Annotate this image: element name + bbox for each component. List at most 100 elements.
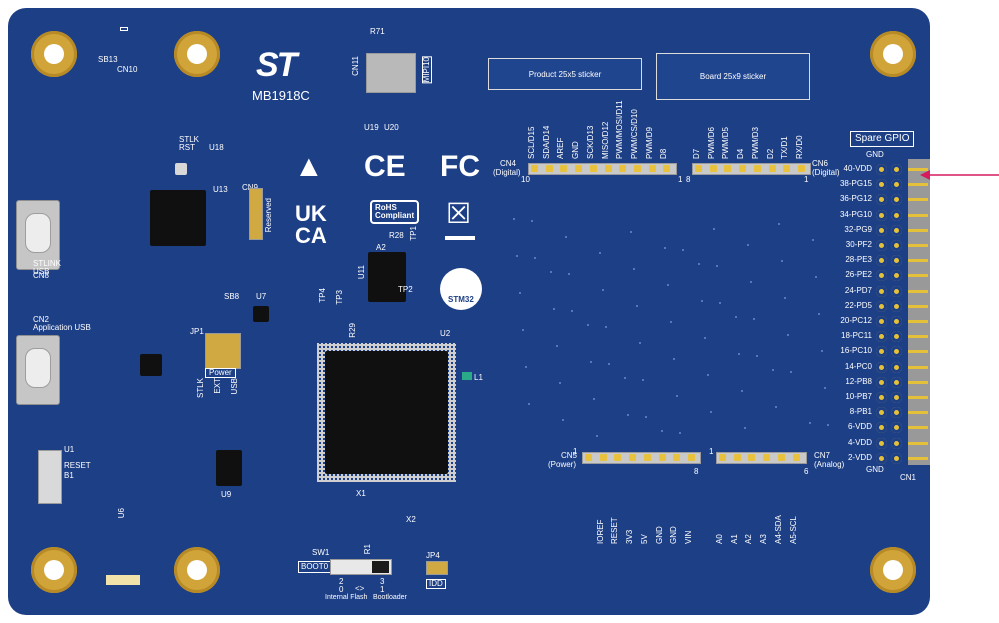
pcb-via [590,361,592,363]
cn6-right-num: 1 [804,175,809,184]
gpio-pin [876,407,887,419]
gpio-pin-label: 30-PF2 [845,240,872,249]
cn5-pin-8 [687,454,695,461]
pcb-via [778,223,780,225]
stlink-usb-label: STLINK USB [33,259,62,276]
a2-label: A2 [376,243,386,252]
pcb-via [587,324,589,326]
mounting-hole-bottom-mid [174,547,220,593]
pcb-via [704,337,706,339]
pcb-via [553,308,555,310]
gpio-pin-label: 36-PG12 [839,194,872,204]
cn4-pin-2 [545,165,553,172]
gpio-pin-label: 2-VDD [847,452,872,462]
gpio-row: 28-PE3 [823,254,928,267]
gpio-row: 16-PC10 [823,345,928,358]
gpio-pin [891,209,902,221]
gpio-pin-label: 4-VDD [847,437,872,447]
gpio-pin-lead [908,441,928,445]
gpio-pin [891,376,902,388]
u2-main-mcu [325,351,448,474]
sw1-label: SW1 [312,548,330,557]
gpio-pin-lead [908,289,928,293]
pcb-via [519,292,521,294]
internal-flash-label: Internal Flash [325,594,368,601]
gpio-row: 26-PE2 [823,269,928,282]
cn7-pin-1 [719,454,726,461]
jp4-jumper[interactable] [426,561,448,575]
pcb-via [698,263,700,265]
cn5-subtitle: (Power) [548,460,577,469]
st-logo: ST [256,46,297,84]
gpio-row: 14-PC0 [823,361,928,374]
pcb-via [642,379,644,381]
pcb-via [645,416,647,418]
gpio-pin-label: 14-PC0 [844,361,872,371]
pcb-via [735,316,737,318]
pcb-via [750,281,752,283]
pcb-via [741,390,743,392]
gpio-pin-lead [908,168,928,171]
ce-logo: CE [364,150,406,183]
gpio-row: 4-VDD [823,437,928,450]
pcb-via [713,228,715,230]
pcb-via [602,289,604,291]
gpio-pin [891,270,902,282]
gpio-pin [876,285,887,297]
cn6-pin-1 [695,165,702,172]
gpio-pin [891,331,902,343]
pcb-via [821,350,823,352]
gpio-pin-lead [908,396,928,399]
boot0-switch-knob[interactable] [372,561,389,573]
pcb-via [556,345,558,347]
gpio-pin [891,194,902,206]
gpio-pin [891,240,902,251]
gpio-pin-label: 34-PG10 [839,209,872,219]
cn2-label: CN2 [33,315,50,324]
cn4-pin-7 [619,165,627,172]
stlink-usb-c-connector[interactable] [16,200,60,270]
r71-label: R71 [370,27,385,36]
gpio-pin-label: 18-PC11 [841,331,872,341]
gpio-pin [876,437,887,449]
cn7-left-num: 1 [709,447,714,456]
mounting-hole-top-right [870,31,916,77]
pcb-via [679,432,681,434]
application-usb-c-connector[interactable] [16,335,60,405]
cn7-label: CN7 [814,451,831,460]
l1-inductor [462,372,472,380]
bootloader-label: Bootloader [373,594,407,601]
gpio-pin-lead [908,350,928,354]
gpio-pin-lead [908,456,928,460]
u9-label: U9 [221,490,232,499]
pcb-via [559,382,561,384]
board-model: MB1918C [252,88,310,103]
tag-label [120,27,128,31]
u13-label: U13 [213,185,228,194]
gpio-row: 8-PB1 [823,406,928,419]
pcb-via [824,387,826,389]
pcb-via [608,363,610,365]
gpio-header-body [908,159,930,465]
pcb-via [781,260,783,262]
gpio-pin [876,240,887,251]
reset-button[interactable] [38,450,62,504]
tp2-label: TP2 [398,285,413,294]
cn8-label: CN8 [33,271,50,280]
cn4-label: CN4 [500,159,517,168]
u7-label: U7 [256,292,267,301]
gpio-row: 24-PD7 [823,285,928,298]
stlk-rst-button[interactable] [175,163,187,175]
boot0-switch[interactable] [330,559,392,575]
pcb-via [784,297,786,299]
gpio-row: 18-PC11 [823,330,928,343]
weee-icon: ☒ [446,198,472,229]
cn4-pin-3 [560,165,568,172]
gpio-pin-label: 20-PC12 [840,316,872,325]
cn4-right-num: 1 [678,175,683,184]
gpio-pin-label: 40-VDD [843,164,872,173]
sb13-label: SB13 [98,55,118,64]
cn6-header [692,163,811,175]
gpio-pin [891,285,902,297]
